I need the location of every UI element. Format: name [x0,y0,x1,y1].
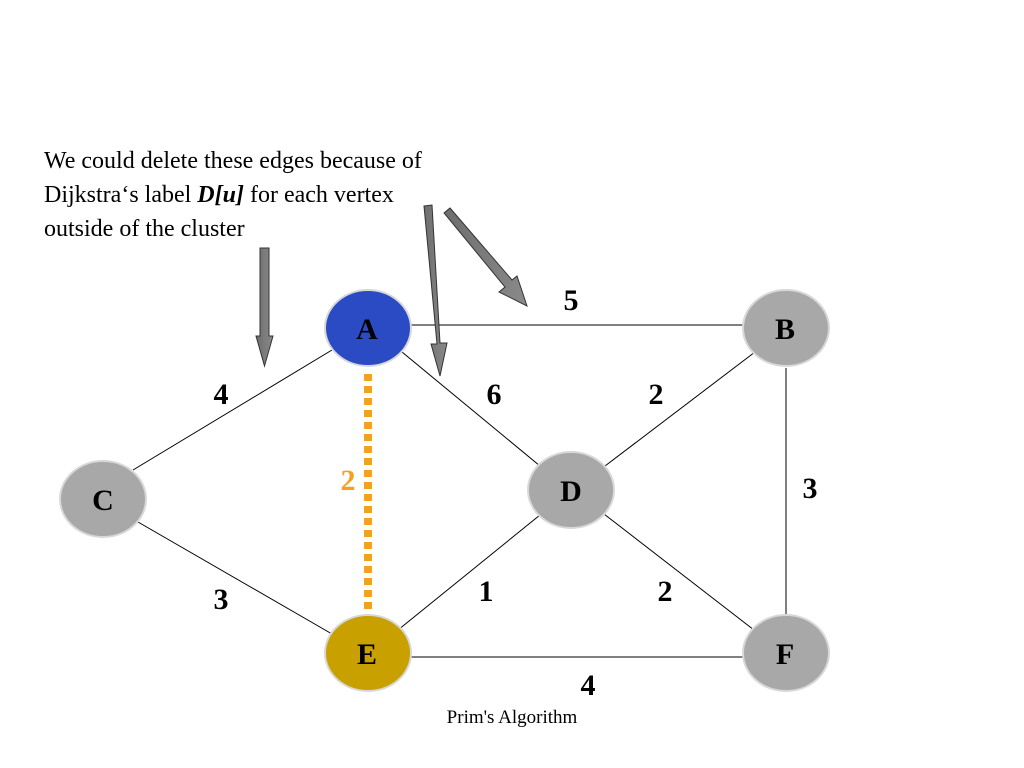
node-d-circle [527,451,615,529]
weight-c-e: 3 [214,583,229,616]
node-b-label: B [775,313,795,346]
node-f-label: F [776,638,794,671]
edge-d-e [397,514,541,631]
weight-b-d: 2 [649,378,664,411]
arrow-to-edge-a-d [423,204,448,377]
edge-d-f [603,513,755,631]
node-b-circle [742,289,830,367]
node-a: A [324,289,412,367]
weight-a-e: 2 [341,464,356,497]
node-e-label: E [357,638,377,671]
weight-a-d: 6 [487,378,502,411]
weight-d-f: 2 [658,575,673,608]
node-c-circle [59,460,147,538]
edges-layer [132,324,787,658]
caption-label-du: D[u] [197,182,244,208]
node-d: D [527,451,615,529]
caption-line-3: outside of the cluster [44,216,245,242]
caption-line-2-pre: Dijkstra‘s label [44,182,198,208]
edge-a-c [132,349,333,471]
node-f: F [742,614,830,692]
caption-line-2-post: for each vertex [243,182,394,208]
edge-c-e [137,521,333,635]
node-a-circle [324,289,412,367]
weight-a-c: 4 [214,378,229,411]
weight-a-b: 5 [564,284,579,317]
edge-b-d [604,351,756,467]
weight-d-e: 1 [479,575,494,608]
weight-e-f: 4 [581,669,596,702]
arrow-to-edge-a-b [443,207,528,307]
node-a-label: A [356,313,378,346]
node-d-label: D [560,475,582,508]
node-c: C [59,460,147,538]
caption-line-2: Dijkstra‘s label D[u] for each vertex [44,178,524,212]
slide-footer: Prim's Algorithm [446,707,578,728]
node-c-label: C [92,484,114,517]
weight-b-f: 3 [803,472,818,505]
node-e: E [324,614,412,692]
arrow-to-edge-a-c [255,247,274,368]
node-b: B [742,289,830,367]
node-e-circle [324,614,412,692]
node-f-circle [742,614,830,692]
annotation-caption: We could delete these edges because of D… [44,144,524,246]
edge-a-d [401,351,541,467]
caption-line-1: We could delete these edges because of [44,148,422,174]
